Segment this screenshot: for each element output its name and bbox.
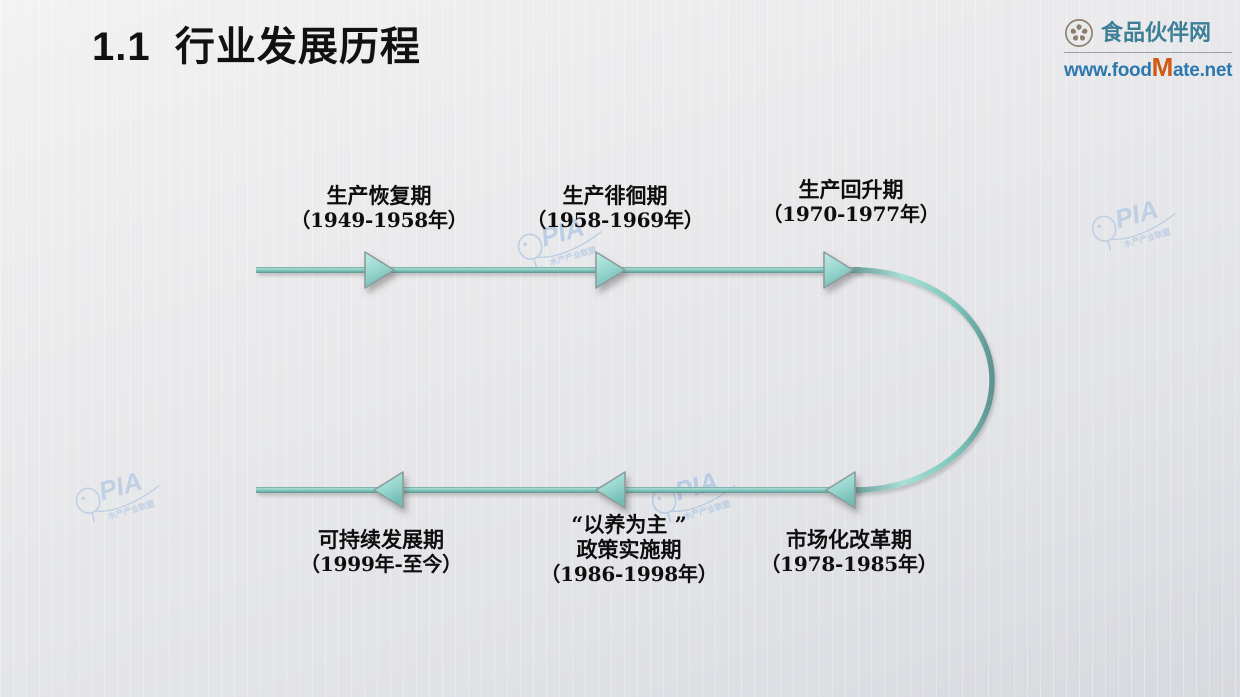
logo-divider [1064,52,1232,53]
stage-label-aquaculture-first-policy: “以养为主 ”政策实施期（1986-1998年） [498,512,760,586]
timeline-uturn-curve [852,267,995,493]
stage-years: （1999年-至今） [300,551,462,576]
stage-years: （1958-1969年） [526,207,704,232]
arrowhead-bottom-1 [373,471,404,509]
timeline-top-line [256,267,861,273]
logo-url-prefix: www.food [1064,60,1152,81]
stage-name: 生产回升期 [798,177,904,202]
arrowhead-top-1 [364,251,395,289]
stage-label-production-recovery: 生产恢复期（1949-1958年） [248,183,510,232]
logo-url-suffix: ate.net [1173,60,1233,81]
logo-brand-cn: 食品伙伴网 [1101,20,1212,45]
stage-years: （1978-1985年） [760,551,938,576]
stage-name-line2: 政策实施期 [576,536,682,562]
stage-years: （1949-1958年） [290,207,468,232]
flower-circle-icon [1065,19,1093,47]
stage-label-sustainable-development: 可持续发展期（1999年-至今） [250,527,512,576]
logo-row: 食品伙伴网 [1064,16,1232,50]
page-title: 1.1 行业发展历程 [92,25,421,69]
arrowhead-top-3 [823,251,854,289]
stage-name: “以养为主 ” [571,512,687,537]
arrowhead-bottom-2 [595,471,626,509]
stage-label-production-rebound: 生产回升期（1970-1977年） [720,177,982,226]
stage-name: 生产徘徊期 [562,183,668,208]
stage-name: 市场化改革期 [786,527,912,552]
stage-label-market-reform: 市场化改革期（1978-1985年） [718,527,980,576]
stage-years: （1986-1998年） [540,561,718,586]
timeline-bottom-line [256,487,861,493]
arrowhead-top-2 [595,251,626,289]
stage-name: 可持续发展期 [318,527,444,552]
logo-url-accent: M [1151,52,1174,82]
stage-years: （1970-1977年） [762,201,940,226]
arrowhead-bottom-3 [825,471,856,509]
stage-label-production-wandering: 生产徘徊期（1958-1969年） [484,183,746,232]
stage-name: 生产恢复期 [326,183,432,208]
